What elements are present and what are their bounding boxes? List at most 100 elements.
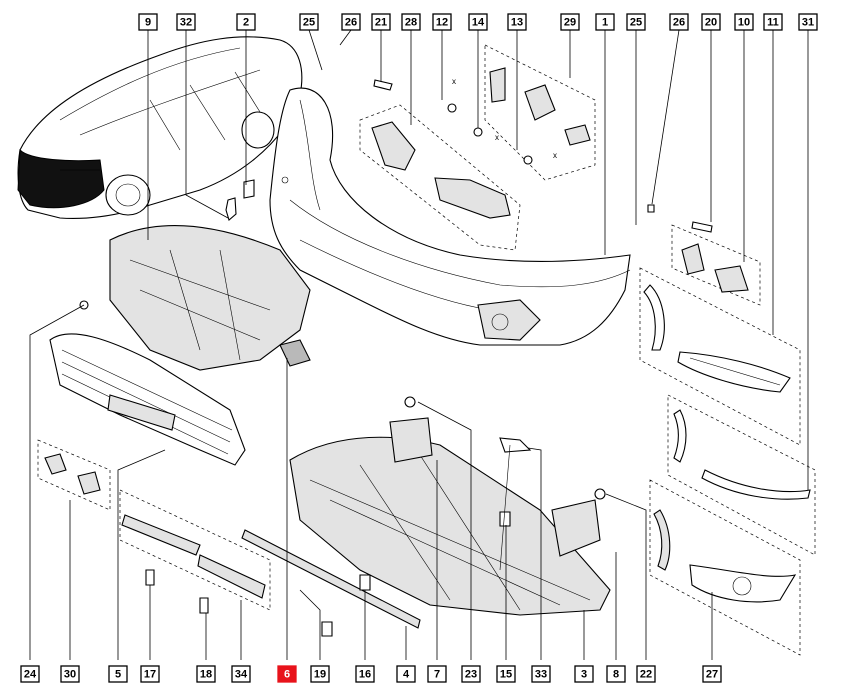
callout-box-26b bbox=[669, 13, 689, 31]
callout-box-33 bbox=[531, 665, 551, 683]
callout-number-3: 3 bbox=[581, 669, 587, 681]
callout-number-13: 13 bbox=[511, 17, 523, 29]
callout-number-19: 19 bbox=[314, 669, 326, 681]
callout-number-25b: 25 bbox=[630, 17, 642, 29]
callout-31: 31 bbox=[798, 13, 818, 31]
callout-box-5 bbox=[108, 665, 128, 683]
callout-number-28: 28 bbox=[405, 17, 417, 29]
mark-x-c: x bbox=[553, 151, 557, 160]
callout-8: 8 bbox=[606, 665, 626, 683]
callout-number-1: 1 bbox=[602, 17, 608, 29]
callout-7: 7 bbox=[427, 665, 447, 683]
lower-grille bbox=[49, 333, 246, 466]
callout-19: 19 bbox=[310, 665, 330, 683]
callout-box-30 bbox=[60, 665, 80, 683]
callout-box-27 bbox=[702, 665, 722, 683]
callout-9: 9 bbox=[138, 13, 158, 31]
callout-number-30: 30 bbox=[64, 669, 76, 681]
callout-12: 12 bbox=[432, 13, 452, 31]
callout-box-25a bbox=[299, 13, 319, 31]
callout-number-20: 20 bbox=[705, 17, 717, 29]
callout-number-22: 22 bbox=[640, 669, 652, 681]
callout-21: 21 bbox=[371, 13, 391, 31]
callout-box-2 bbox=[236, 13, 256, 31]
callout-number-25a: 25 bbox=[303, 17, 315, 29]
callout-16: 16 bbox=[355, 665, 375, 683]
leader-lines bbox=[29, 29, 809, 660]
callout-box-16 bbox=[355, 665, 375, 683]
callout-17: 17 bbox=[140, 665, 160, 683]
callout-number-17: 17 bbox=[144, 669, 156, 681]
mark-x-b: x bbox=[495, 133, 499, 142]
callout-box-11 bbox=[763, 13, 783, 31]
callout-27: 27 bbox=[702, 665, 722, 683]
callout-number-6: 6 bbox=[284, 669, 290, 681]
callout-box-19 bbox=[310, 665, 330, 683]
callout-box-9 bbox=[138, 13, 158, 31]
callout-number-26a: 26 bbox=[345, 17, 357, 29]
callout-number-2: 2 bbox=[243, 17, 249, 29]
callout-number-11: 11 bbox=[767, 17, 779, 29]
absorber-frame bbox=[79, 179, 311, 371]
car-illustration bbox=[17, 36, 303, 219]
right-side-parts bbox=[639, 204, 816, 656]
callout-2: 2 bbox=[236, 13, 256, 31]
callout-number-12: 12 bbox=[436, 17, 448, 29]
callout-box-23 bbox=[461, 665, 481, 683]
callout-number-16: 16 bbox=[359, 669, 371, 681]
callout-box-1 bbox=[595, 13, 615, 31]
callout-box-21 bbox=[371, 13, 391, 31]
callout-26a: 26 bbox=[341, 13, 361, 31]
mark-x-a: x bbox=[452, 77, 456, 86]
upper-brackets: x x x bbox=[359, 44, 596, 251]
callout-box-4 bbox=[396, 665, 416, 683]
callout-23: 23 bbox=[461, 665, 481, 683]
callout-10: 10 bbox=[734, 13, 754, 31]
callout-number-14: 14 bbox=[472, 17, 485, 29]
callout-number-27: 27 bbox=[706, 669, 718, 681]
callout-box-14 bbox=[468, 13, 488, 31]
callout-box-10 bbox=[734, 13, 754, 31]
callout-15: 15 bbox=[496, 665, 516, 683]
callout-3: 3 bbox=[574, 665, 594, 683]
callout-number-18: 18 bbox=[200, 669, 212, 681]
callout-number-21: 21 bbox=[375, 17, 387, 29]
callout-20: 20 bbox=[701, 13, 721, 31]
callout-box-20 bbox=[701, 13, 721, 31]
callout-box-13 bbox=[507, 13, 527, 31]
callout-33: 33 bbox=[531, 665, 551, 683]
callout-box-34 bbox=[231, 665, 251, 683]
callout-box-31 bbox=[798, 13, 818, 31]
callout-box-29 bbox=[560, 13, 580, 31]
callout-34: 34 bbox=[231, 665, 251, 683]
callout-25a: 25 bbox=[299, 13, 319, 31]
callout-box-15 bbox=[496, 665, 516, 683]
callout-30: 30 bbox=[60, 665, 80, 683]
callout-number-15: 15 bbox=[500, 669, 512, 681]
callout-22: 22 bbox=[636, 665, 656, 683]
callout-number-4: 4 bbox=[403, 669, 410, 681]
callout-box-32 bbox=[176, 13, 196, 31]
callout-number-29: 29 bbox=[564, 17, 576, 29]
callout-13: 13 bbox=[507, 13, 527, 31]
callout-box-12 bbox=[432, 13, 452, 31]
callout-number-33: 33 bbox=[535, 669, 547, 681]
callout-number-5: 5 bbox=[115, 669, 121, 681]
callout-box-24 bbox=[20, 665, 40, 683]
callout-number-31: 31 bbox=[802, 17, 814, 29]
callout-number-26b: 26 bbox=[673, 17, 685, 29]
fog-trim-set bbox=[37, 439, 111, 511]
callout-box-22 bbox=[636, 665, 656, 683]
callout-14: 14 bbox=[468, 13, 488, 31]
callout-box-6 bbox=[277, 665, 297, 683]
callout-number-9: 9 bbox=[145, 17, 151, 29]
callout-box-26a bbox=[341, 13, 361, 31]
callout-24: 24 bbox=[20, 665, 40, 683]
callout-25b: 25 bbox=[626, 13, 646, 31]
callout-box-7 bbox=[427, 665, 447, 683]
callout-28: 28 bbox=[401, 13, 421, 31]
callout-number-10: 10 bbox=[738, 17, 750, 29]
callout-box-3 bbox=[574, 665, 594, 683]
